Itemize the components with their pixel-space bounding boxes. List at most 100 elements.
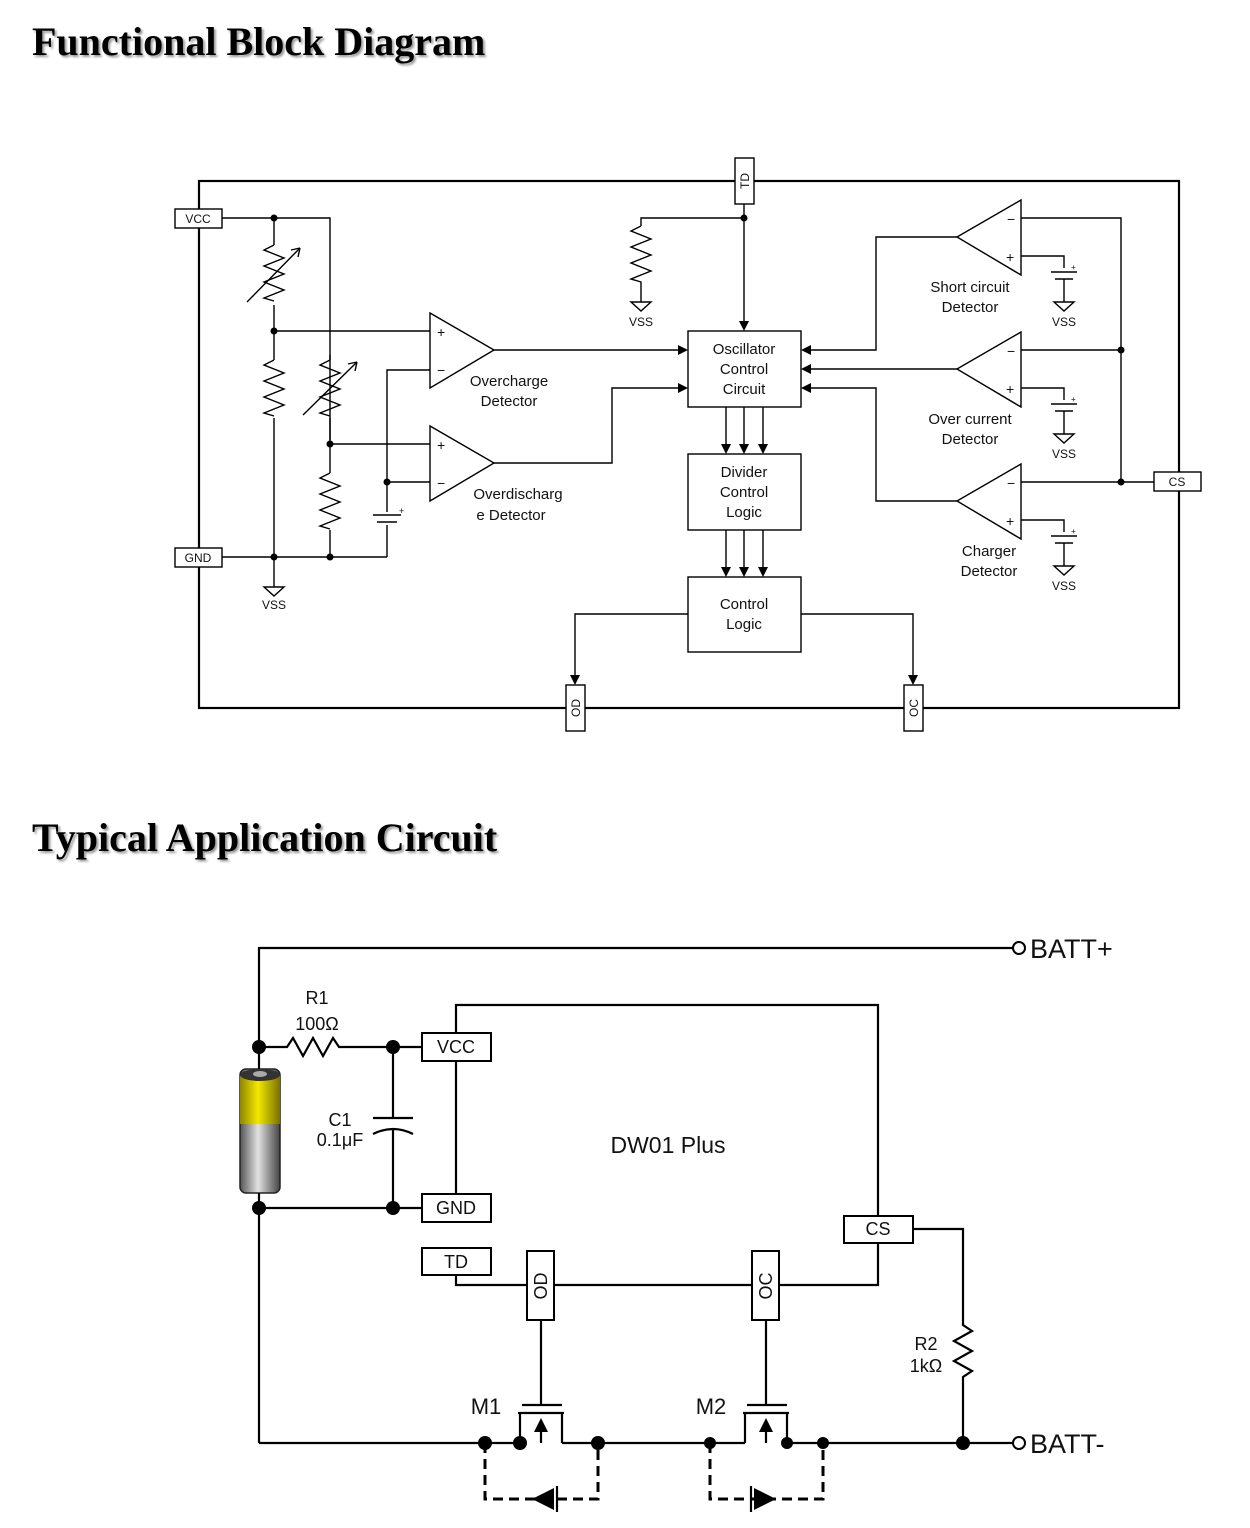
oc-gate-wire [747, 1320, 787, 1407]
overdischarge-plus: + [437, 437, 445, 453]
oscillator-label-1: Oscillator [713, 341, 776, 358]
charger-plus: + [1006, 513, 1014, 529]
ref-battery-plus: + [399, 506, 404, 516]
short-plus: + [1006, 249, 1014, 265]
functional-block-diagram: VCC GND VSS + + − Overcharge Detector + … [174, 157, 1202, 732]
osc-to-divider-wires [725, 407, 764, 445]
charger-minus: − [1007, 475, 1015, 491]
short-circuit-comparator [955, 198, 1022, 277]
ic-pin-cs-label: CS [865, 1219, 890, 1239]
ic-pin-vcc-label: VCC [437, 1037, 475, 1057]
overcharge-comparator [429, 311, 496, 390]
cs-bus [1021, 217, 1154, 483]
pin-td-label: TD [738, 173, 752, 189]
reference-battery [373, 514, 401, 523]
overdischarge-label-1: Overdischarg [473, 486, 562, 503]
ic-pin-gnd [421, 1193, 492, 1223]
r1-resistor [259, 1035, 422, 1059]
charger-comparator [955, 462, 1022, 541]
ic-pin-od-label: OD [531, 1272, 551, 1299]
overcharge-label-2: Detector [481, 393, 538, 410]
body-diode-m2 [708, 1443, 825, 1512]
reference-wires [386, 369, 430, 557]
m1-label: M1 [471, 1394, 502, 1419]
pin-oc-label: OC [907, 699, 921, 717]
pin-cs-box [1153, 471, 1202, 492]
short-circuit-label-2: Detector [942, 299, 999, 316]
divider-block [687, 453, 802, 531]
over-current-comparator [955, 330, 1022, 409]
short-ref-battery [1021, 255, 1077, 312]
r2-name: R2 [914, 1334, 937, 1354]
overcharge-minus: − [437, 362, 445, 378]
pin-cs-label: CS [1169, 475, 1186, 489]
body-diode-m1 [483, 1443, 600, 1512]
td-resistor [628, 225, 653, 302]
batt-plus-label: BATT+ [1030, 934, 1113, 964]
oscillator-label-3: Circuit [723, 381, 766, 398]
od-gate-wire [522, 1320, 562, 1407]
c1-value: 0.1μF [317, 1130, 363, 1150]
over-current-label-1: Over current [928, 411, 1012, 428]
charger-output-wire [810, 387, 957, 502]
r1-value: 100Ω [295, 1014, 339, 1034]
variable-resistor-1-arrow [246, 247, 301, 303]
variable-resistor-3 [317, 359, 342, 417]
overdischarge-minus: − [437, 475, 445, 491]
application-circuit-title: Typical Application Circuit [32, 815, 498, 860]
charger-ref-plus: + [1071, 527, 1076, 536]
short-circuit-output-wire [810, 236, 957, 351]
c1-capacitor [372, 1047, 414, 1208]
ground-vss-left [262, 557, 286, 597]
batt-plus-terminal [1012, 941, 1026, 955]
short-minus: − [1007, 211, 1015, 227]
ic-pin-gnd-label: GND [436, 1198, 476, 1218]
ic-outline [454, 1003, 880, 1216]
ic-name: DW01 Plus [610, 1132, 725, 1158]
resistor-4 [317, 472, 342, 530]
block-diagram-title: Functional Block Diagram [32, 19, 486, 64]
divider-label-1: Divider [721, 464, 768, 481]
c1-name: C1 [328, 1110, 351, 1130]
overcharge-plus: + [437, 324, 445, 340]
resistor-2 [261, 359, 286, 417]
r2-value: 1kΩ [910, 1356, 942, 1376]
vss-label-charger: VSS [1052, 579, 1076, 593]
oscillator-label-2: Control [720, 361, 768, 378]
overcharge-label-1: Overcharge [470, 373, 548, 390]
batt-minus-label: BATT- [1030, 1429, 1105, 1459]
variable-resistor-3-arrow [302, 361, 358, 416]
over-current-label-2: Detector [942, 431, 999, 448]
td-wire [640, 204, 745, 322]
chip-outline [197, 179, 1181, 710]
ground-vss-td [629, 301, 653, 312]
overdischarge-comparator [429, 424, 496, 503]
pin-oc-box [903, 684, 924, 732]
divider-label-3: Logic [726, 504, 762, 521]
control-logic-label-2: Logic [726, 616, 762, 633]
ic-pin-vcc [421, 1032, 492, 1062]
battery-cell [239, 1068, 281, 1194]
over-current-plus: + [1006, 381, 1014, 397]
charger-ref-battery [1021, 519, 1077, 576]
over-current-ref-battery [1021, 387, 1077, 444]
vss-label-over-current: VSS [1052, 447, 1076, 461]
ic-pin-td-label: TD [444, 1252, 468, 1272]
r1-name: R1 [305, 988, 328, 1008]
batt-minus-terminal [1012, 1436, 1026, 1450]
short-circuit-label-1: Short circuit [930, 279, 1010, 296]
divider-label-2: Control [720, 484, 768, 501]
over-current-ref-plus: + [1071, 395, 1076, 404]
over-current-minus: − [1007, 343, 1015, 359]
divider-to-control-wires [725, 530, 764, 568]
ic-pin-oc-label: OC [756, 1272, 776, 1299]
variable-resistor-1 [261, 244, 286, 302]
mosfet-m2 [743, 1411, 789, 1443]
pin-od-label: OD [569, 699, 583, 717]
control-logic-label-1: Control [720, 596, 768, 613]
vcc-rail [222, 217, 331, 440]
vss-label-td: VSS [629, 315, 653, 329]
charger-label-1: Charger [962, 543, 1016, 560]
m2-label: M2 [696, 1394, 727, 1419]
r2-resistor [913, 1227, 975, 1443]
